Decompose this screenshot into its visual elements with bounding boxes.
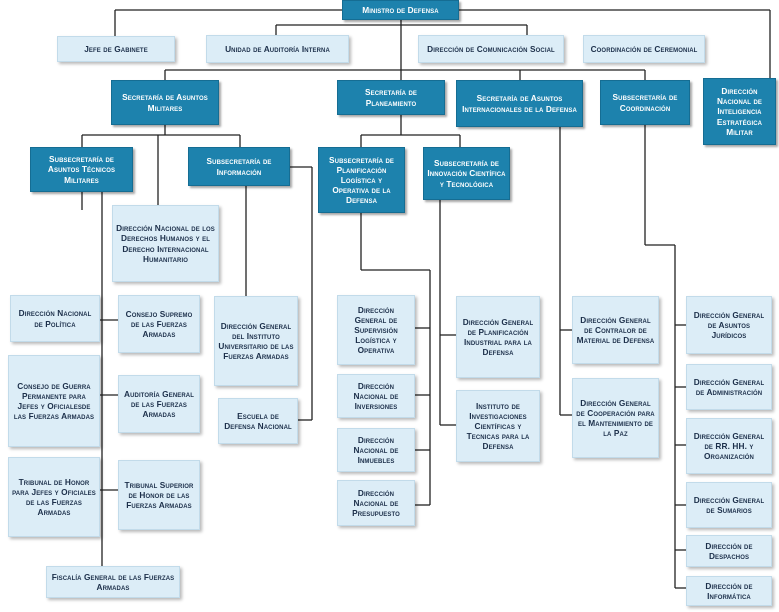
- instituto-universitario-box: Dirección General del Instituto Universi…: [214, 296, 298, 386]
- direccion-politica-label: Dirección Nacional de Política: [18, 308, 92, 329]
- administracion-box: Dirección General de Administración: [686, 364, 772, 410]
- ceremonial-label: Coordinación de Ceremonial: [590, 43, 698, 54]
- tribunal-superior-label: Tribunal Superior de Honor de las Fuerza…: [124, 479, 194, 511]
- presupuesto-box: Dirección Nacional de Presupuesto: [337, 480, 415, 526]
- subsecretaria-informacion-box: Subsecretaría de Información: [188, 147, 290, 186]
- instituto-investigaciones-label: Instituto de Investigaciones Científicas…: [466, 400, 530, 452]
- direccion-derechos-humanos-label: Dirección Nacional de los Derechos Human…: [116, 223, 215, 264]
- subsecretaria-planificacion-logistica-label: Subsecretaría de Planificación Logística…: [329, 154, 394, 206]
- administracion-label: Dirección General de Administración: [693, 376, 765, 397]
- despachos-label: Dirección de Despachos: [705, 540, 753, 561]
- subsecretaria-tecnicos-militares-label: Subsecretaría de Asuntos Técnicos Milita…: [47, 154, 116, 185]
- escuela-defensa-label: Escuela de Defensa Nacional: [224, 410, 292, 431]
- escuela-defensa-box: Escuela de Defensa Nacional: [218, 398, 298, 444]
- informatica-label: Dirección de Informática: [705, 580, 753, 601]
- secretaria-planeamiento-box: Secretaría de Planeamiento: [337, 80, 445, 115]
- secretaria-internacionales-label: Secretaría de Asuntos Internacionales de…: [462, 93, 577, 114]
- inversiones-box: Dirección Nacional de Inversiones: [337, 374, 415, 418]
- comunicacion-social-box: Dirección de Comunicación Social: [418, 35, 564, 63]
- fiscalia-box: Fiscalía General de las Fuerzas Armadas: [46, 566, 180, 598]
- informatica-box: Dirección de Informática: [686, 576, 772, 606]
- consejo-supremo-box: Consejo Supremo de las Fuerzas Armadas: [118, 295, 200, 353]
- auditoria-general-box: Auditoría General de las Fuerzas Armadas: [118, 375, 200, 433]
- direccion-politica-box: Dirección Nacional de Política: [10, 295, 100, 342]
- subsecretaria-planificacion-logistica-box: Subsecretaría de Planificación Logística…: [318, 147, 405, 213]
- rrhh-box: Dirección General de RR. HH. y Organizac…: [686, 418, 772, 474]
- jefe-gabinete-label: Jefe de Gabinete: [84, 43, 148, 54]
- fiscalia-label: Fiscalía General de las Fuerzas Armadas: [51, 571, 175, 592]
- subsecretaria-informacion-label: Subsecretaría de Información: [206, 156, 272, 177]
- inteligencia-estrategica-box: Dirección Nacional de Inteligencia Estra…: [703, 78, 776, 145]
- jefe-gabinete-box: Jefe de Gabinete: [57, 36, 175, 62]
- sumarios-box: Dirección General de Sumarios: [686, 482, 772, 528]
- tribunal-honor-box: Tribunal de Honor para Jefes y Oficiales…: [8, 457, 100, 537]
- ministro-box: Ministro de Defensa: [342, 0, 459, 20]
- sumarios-label: Dirección General de Sumarios: [693, 494, 765, 515]
- inteligencia-estrategica-label: Dirección Nacional de Inteligencia Estra…: [716, 86, 763, 137]
- auditoria-interna-box: Unidad de Auditoría Interna: [206, 35, 349, 63]
- secretaria-planeamiento-label: Secretaría de Planeamiento: [364, 87, 418, 108]
- subsecretaria-tecnicos-militares-box: Subsecretaría de Asuntos Técnicos Milita…: [30, 147, 133, 192]
- consejo-guerra-box: Consejo de Guerra Permanente para Jefes …: [8, 355, 100, 447]
- ministro-label: Ministro de Defensa: [362, 4, 439, 15]
- inversiones-label: Dirección Nacional de Inversiones: [353, 380, 399, 412]
- instituto-universitario-label: Dirección General del Instituto Universi…: [218, 320, 294, 362]
- tribunal-honor-label: Tribunal de Honor para Jefes y Oficiales…: [12, 476, 96, 518]
- tribunal-superior-box: Tribunal Superior de Honor de las Fuerza…: [118, 460, 200, 530]
- planificacion-industrial-label: Dirección General de Planificación Indus…: [462, 316, 534, 358]
- subsecretaria-coordinacion-box: Subsecretaría de Coordinación: [600, 80, 690, 125]
- despachos-box: Dirección de Despachos: [686, 535, 772, 567]
- secretaria-internacionales-box: Secretaría de Asuntos Internacionales de…: [456, 80, 583, 127]
- consejo-guerra-label: Consejo de Guerra Permanente para Jefes …: [13, 380, 95, 422]
- supervision-logistica-label: Dirección General de Supervisión Logísti…: [354, 304, 398, 356]
- ceremonial-box: Coordinación de Ceremonial: [583, 35, 705, 63]
- auditoria-general-label: Auditoría General de las Fuerzas Armadas: [123, 388, 194, 420]
- asuntos-juridicos-label: Dirección General de Asuntos Jurídicos: [693, 309, 765, 341]
- consejo-supremo-label: Consejo Supremo de las Fuerzas Armadas: [125, 308, 193, 340]
- cooperacion-paz-label: Dirección General de Cooperación para el…: [576, 397, 655, 439]
- subsecretaria-innovacion-label: Subsecretaría de Innovación Científica y…: [427, 158, 506, 189]
- subsecretaria-innovacion-box: Subsecretaría de Innovación Científica y…: [423, 147, 510, 200]
- secretaria-asuntos-militares-box: Secretaría de Asuntos Militares: [111, 80, 219, 125]
- presupuesto-label: Dirección Nacional de Presupuesto: [352, 487, 400, 519]
- instituto-investigaciones-box: Instituto de Investigaciones Científicas…: [456, 390, 540, 462]
- rrhh-label: Dirección General de RR. HH. y Organizac…: [693, 430, 765, 462]
- contralor-material-box: Dirección General de Contralor de Materi…: [572, 296, 659, 364]
- subsecretaria-coordinacion-label: Subsecretaría de Coordinación: [612, 92, 678, 113]
- cooperacion-paz-box: Dirección General de Cooperación para el…: [572, 378, 659, 458]
- supervision-logistica-box: Dirección General de Supervisión Logísti…: [337, 295, 415, 365]
- contralor-material-label: Dirección General de Contralor de Materi…: [576, 314, 655, 346]
- direccion-derechos-humanos-box: Dirección Nacional de los Derechos Human…: [112, 205, 219, 282]
- asuntos-juridicos-box: Dirección General de Asuntos Jurídicos: [686, 296, 772, 354]
- auditoria-interna-label: Unidad de Auditoría Interna: [225, 43, 330, 54]
- planificacion-industrial-box: Dirección General de Planificación Indus…: [456, 296, 540, 378]
- secretaria-asuntos-militares-label: Secretaría de Asuntos Militares: [122, 92, 208, 113]
- comunicacion-social-label: Dirección de Comunicación Social: [427, 43, 555, 54]
- inmuebles-box: Dirección Nacional de Inmuebles: [337, 428, 415, 472]
- inmuebles-label: Dirección Nacional de Inmuebles: [353, 434, 399, 466]
